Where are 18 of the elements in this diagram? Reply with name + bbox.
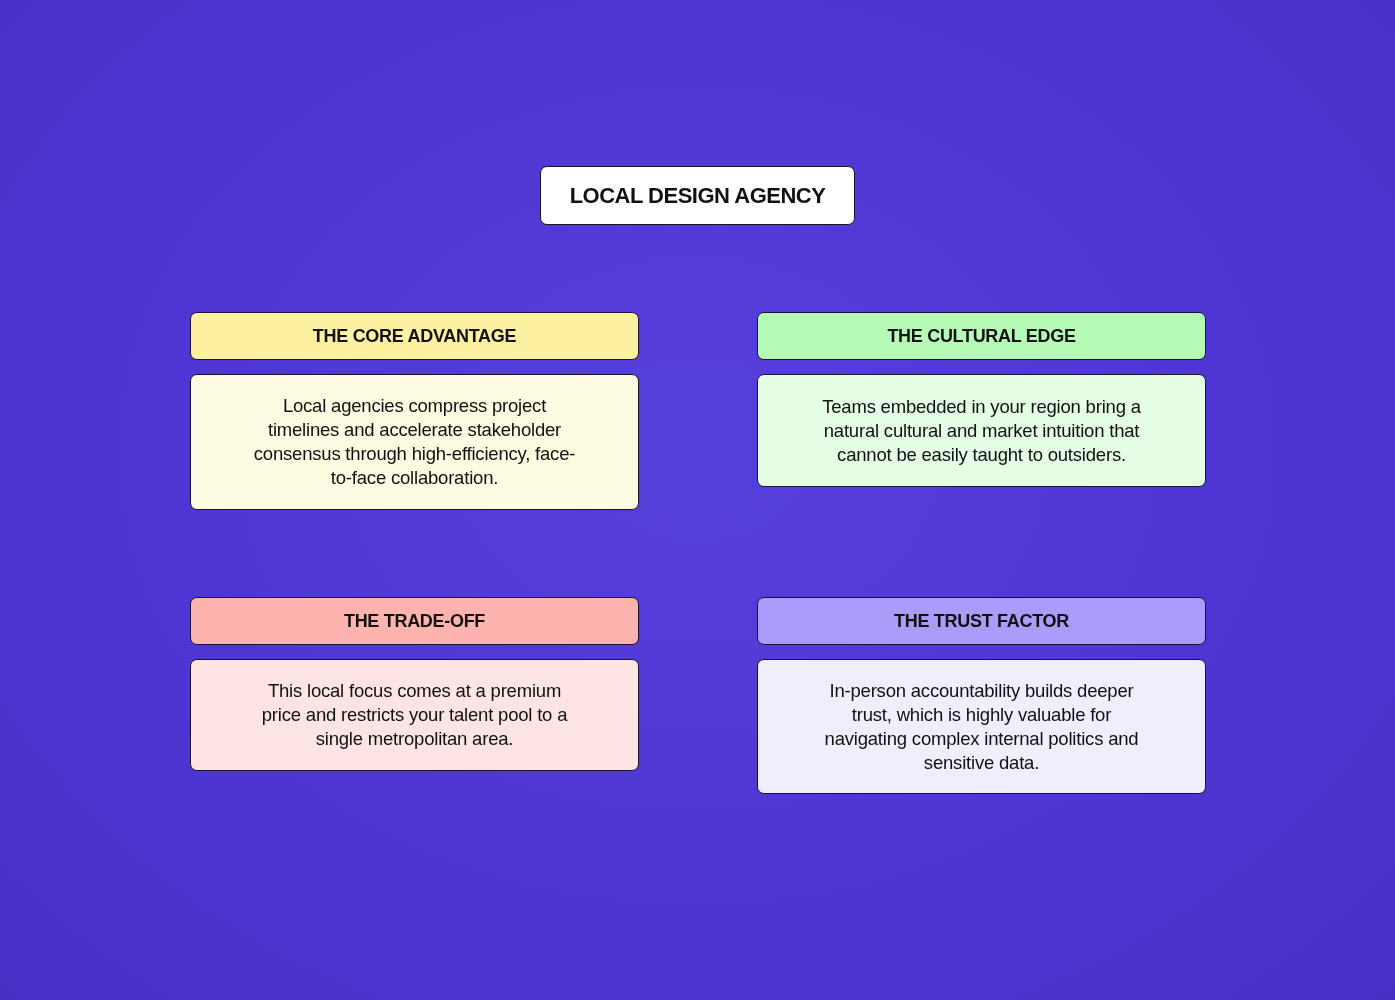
description-box	[757, 374, 1206, 487]
title-text: LOCAL DESIGN AGENCY	[569, 182, 826, 209]
header-text: THE TRADE-OFF	[343, 610, 486, 632]
header-box	[190, 312, 639, 360]
header-text: THE TRUST FACTOR	[894, 610, 1069, 632]
header-text: THE CORE ADVANTAGE	[312, 325, 517, 347]
description-box	[190, 374, 639, 510]
description-text: Local agencies compress project timelines and accelerate stakeholder consensus through high-efficiency, face-to-face collaboration.	[252, 394, 577, 490]
description-box	[757, 659, 1206, 794]
header-box	[757, 312, 1206, 360]
header-box	[757, 597, 1206, 645]
description-text: This local focus comes at a premium price and restricts your talent pool to a single metropolitan area.	[260, 679, 569, 751]
description-box	[190, 659, 639, 771]
header-text: THE CULTURAL EDGE	[887, 325, 1076, 347]
header-box	[190, 597, 639, 645]
description-text: In-person accountability builds deeper trust, which is highly valuable for navigating complex internal politics and sensitive data.	[823, 678, 1140, 775]
title-box	[540, 166, 855, 225]
description-text: Teams embedded in your region bring a natural cultural and market intuition that cannot be easily taught to outsiders.	[821, 394, 1142, 467]
